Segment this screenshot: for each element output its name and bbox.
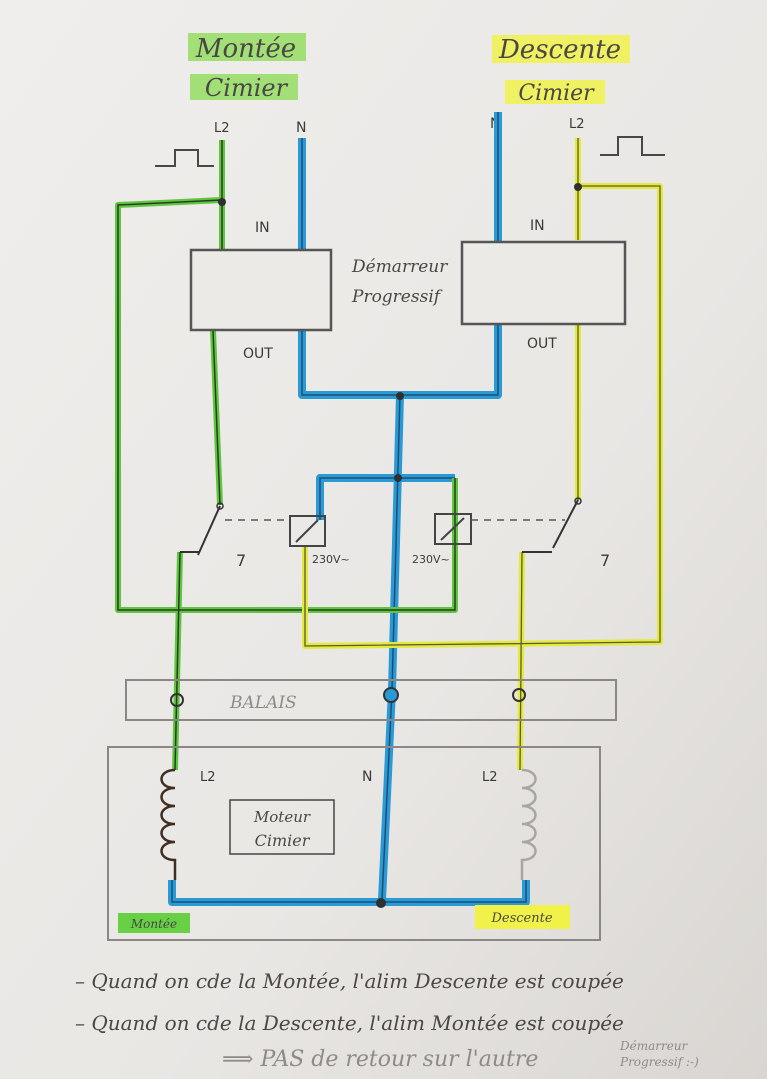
conclusion-tail-2: Progressif :-): [619, 1055, 699, 1069]
conclusion: ⟹ PAS de retour sur l'autre: [222, 1047, 538, 1072]
motor-l2-left: L2: [200, 770, 216, 785]
label-out-right: OUT: [527, 336, 557, 352]
switch-left: [180, 505, 221, 556]
pulse-icon-right: [600, 136, 665, 156]
note-1-text: Quand on cde la Montée, l'alim Descente …: [91, 969, 624, 993]
relay-left-voltage: 230V~: [312, 553, 350, 566]
label-out-left: OUT: [243, 346, 273, 362]
relay-right: [434, 513, 472, 545]
relay-left: [289, 515, 326, 547]
brush-contacts: [170, 687, 526, 707]
title-descente-line1: Descente: [498, 35, 621, 65]
contact-left: 7: [236, 551, 246, 570]
soft-starter-left: [189, 248, 333, 332]
motor-n: N: [362, 769, 372, 785]
soft-starter-label-line1: Démarreur: [351, 257, 448, 277]
motor-label-descente: Descente: [490, 911, 552, 926]
soft-starter-label-line2: Progressif: [351, 287, 443, 307]
motor-label-line1: Moteur: [253, 808, 311, 826]
title-descente: Descente Cimier: [492, 35, 630, 106]
brushes-label: BALAIS: [229, 693, 297, 713]
conclusion-tail-1: Démarreur: [619, 1039, 689, 1053]
contact-right: 7: [600, 551, 610, 570]
label-in-left: IN: [255, 220, 270, 236]
junction-dots: [218, 183, 582, 908]
note-2-text: Quand on cde la Descente, l'alim Montée …: [91, 1011, 624, 1035]
note-2: – Quand on cde la Descente, l'alim Monté…: [75, 1011, 624, 1035]
label-in-right: IN: [530, 218, 545, 234]
motor-l2-right: L2: [482, 770, 498, 785]
soft-starter-right: [460, 240, 627, 326]
title-montee-line2: Cimier: [205, 74, 289, 102]
motor-box: [107, 746, 601, 941]
label-n-left: N: [296, 120, 306, 136]
coil-descente-icon: [520, 768, 537, 880]
motor-label-box: [229, 799, 335, 855]
title-descente-line2: Cimier: [518, 81, 595, 106]
motor-label-montee: Montée: [130, 917, 177, 931]
note-1: – Quand on cde la Montée, l'alim Descent…: [75, 969, 624, 993]
switch-right: [522, 499, 579, 553]
title-montee: Montée Cimier: [188, 33, 306, 102]
title-montee-line1: Montée: [195, 34, 296, 64]
pulse-icon-left: [155, 149, 214, 167]
motor-label-line2: Cimier: [255, 831, 311, 850]
coil-montee-icon: [160, 768, 177, 880]
relay-right-voltage: 230V~: [412, 553, 450, 566]
label-l2-right: L2: [569, 117, 585, 132]
label-l2-left: L2: [214, 121, 230, 136]
brushes-box: [125, 679, 617, 721]
